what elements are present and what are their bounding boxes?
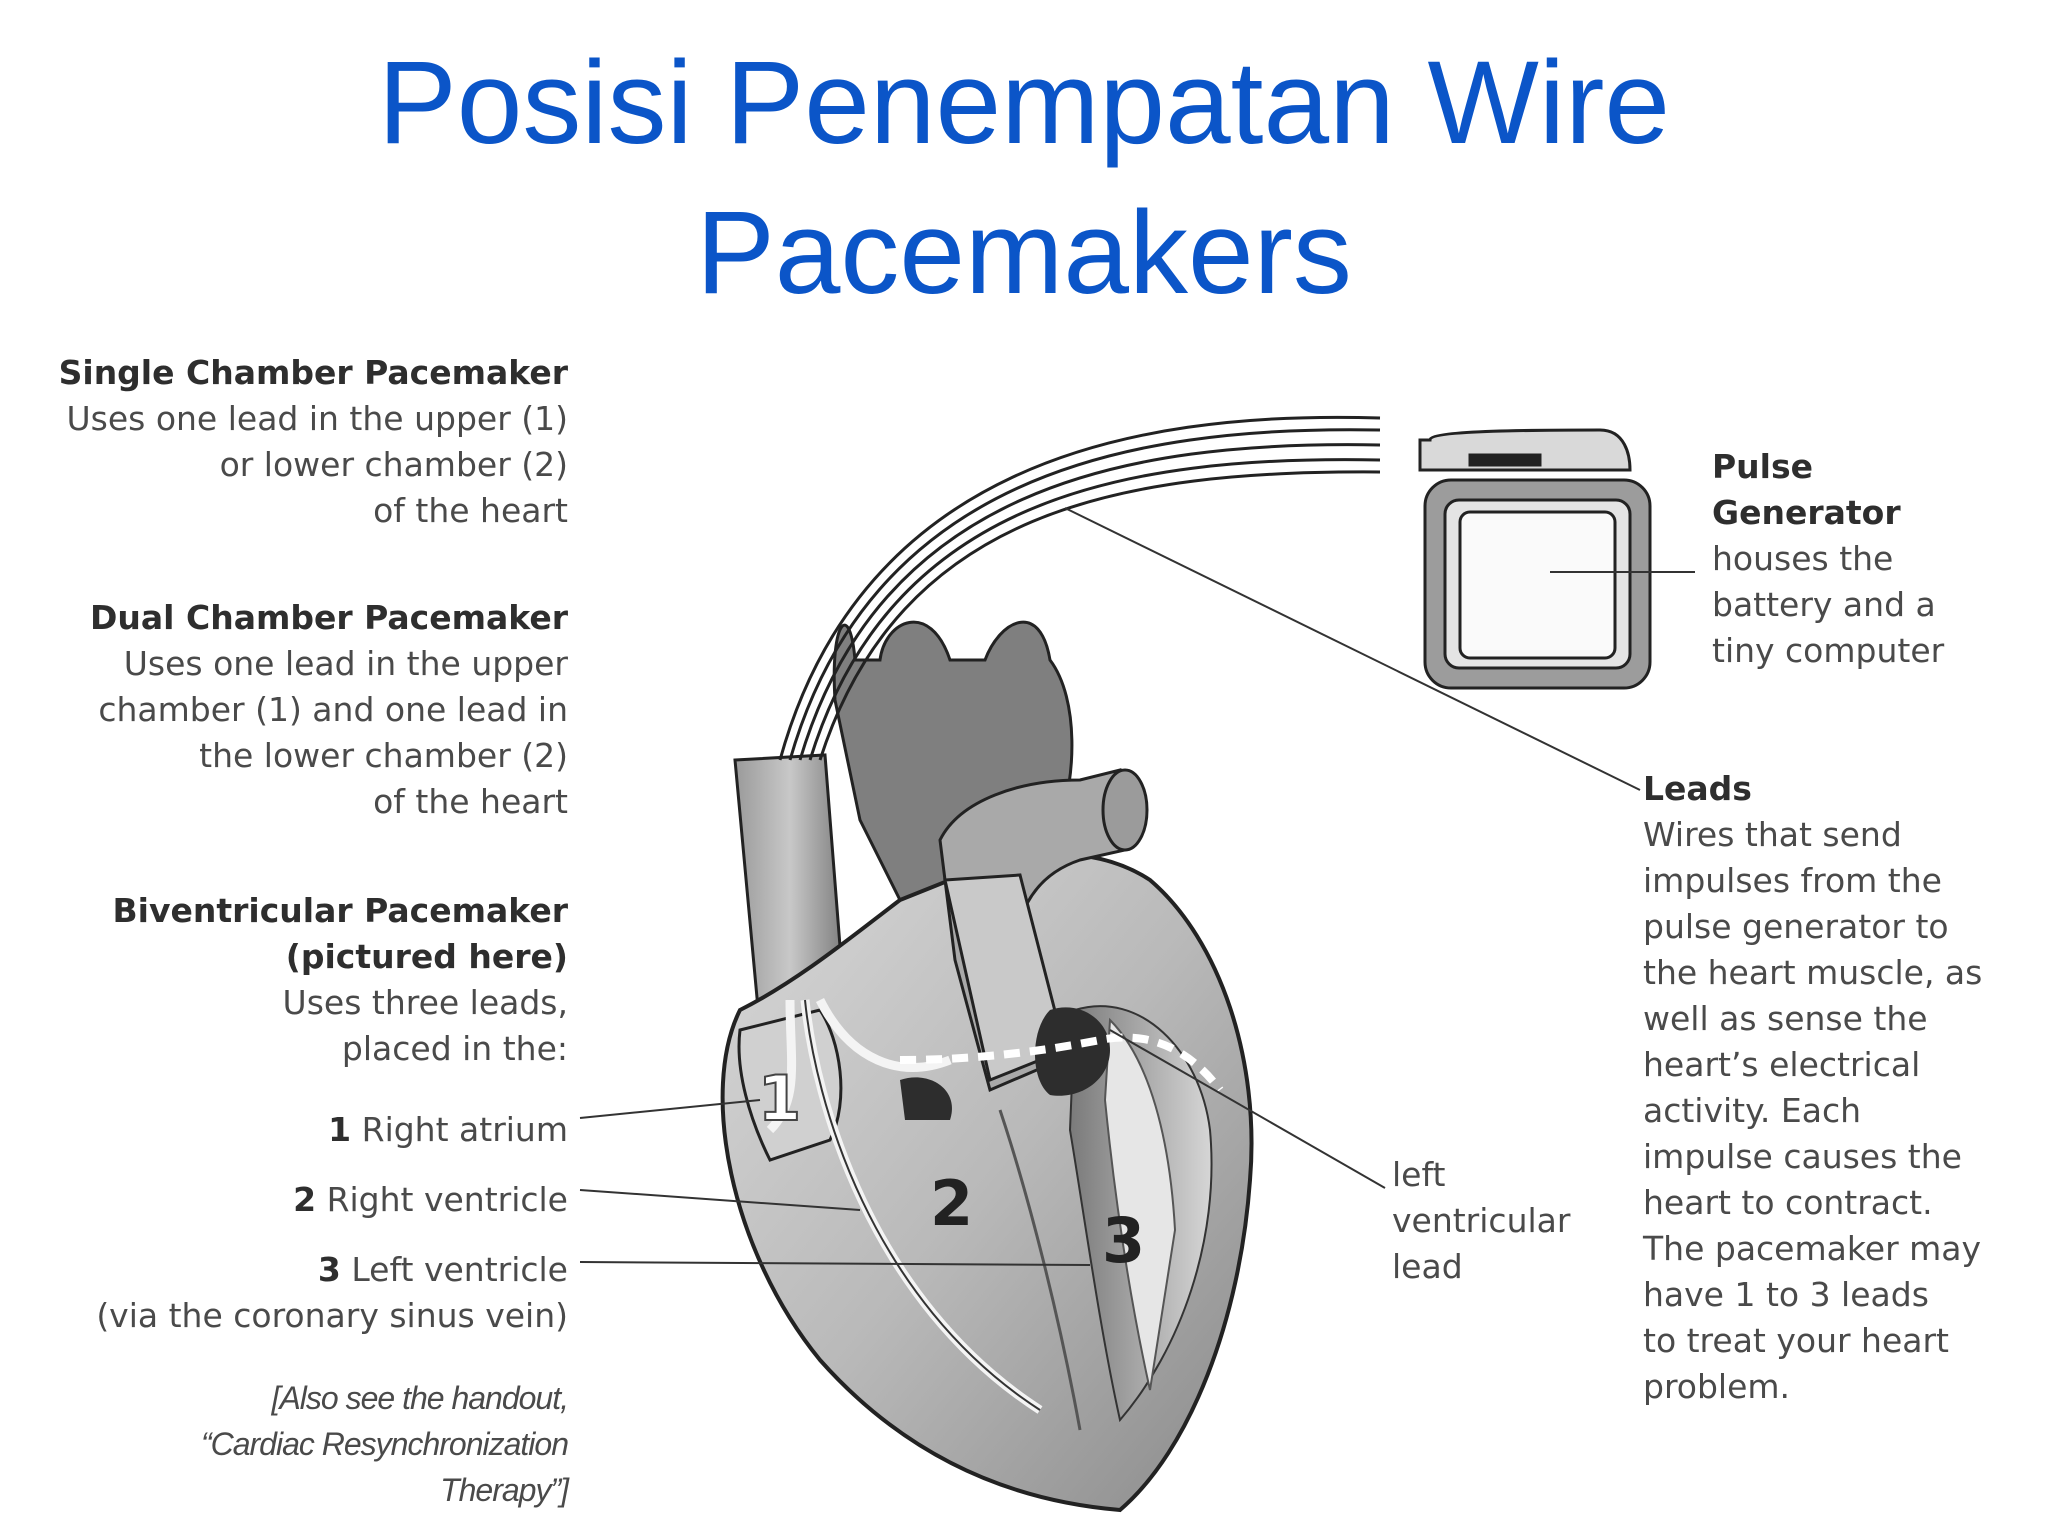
leads-label: Leads Wires that send impulses from the …	[1643, 766, 1982, 1410]
heart-number-3: 3	[1102, 1204, 1145, 1277]
title-line-1: Posisi Penempatan Wire	[377, 37, 1670, 169]
leads-line: pulse generator to	[1643, 907, 1949, 946]
lead-wires	[778, 415, 1381, 761]
single-line-2: or lower chamber (2)	[219, 445, 568, 484]
leads-line: activity. Each	[1643, 1091, 1862, 1130]
leads-line: heart to contract.	[1643, 1183, 1933, 1222]
leader-lines	[579, 507, 1695, 1266]
leads-line: to treat your heart	[1643, 1321, 1949, 1360]
pulse-generator-label: Pulse Generator houses the battery and a…	[1712, 444, 1944, 674]
pulse-line-2: battery and a	[1712, 585, 1936, 624]
biv-line-2: placed in the:	[341, 1029, 568, 1068]
leads-line: the heart muscle, as	[1643, 953, 1983, 992]
leads-line: impulse causes the	[1643, 1137, 1962, 1176]
leads-line: heart’s electrical	[1643, 1045, 1921, 1084]
chamber-list: 1 Right atrium 2 Right ventricle 3 Left …	[20, 1095, 568, 1339]
biv-line-1: Uses three leads,	[282, 983, 568, 1022]
dual-line-1: Uses one lead in the upper	[123, 644, 568, 683]
biv-heading: Biventricular Pacemaker	[112, 891, 569, 930]
heart-number-1: 1	[758, 1062, 801, 1135]
leads-line: have 1 to 3 leads	[1643, 1275, 1929, 1314]
slide-title: Posisi Penempatan Wire Pacemakers	[0, 28, 2048, 328]
dual-line-2: chamber (1) and one lead in	[98, 690, 568, 729]
lv-lead-line-3: lead	[1392, 1247, 1463, 1286]
lv-lead-line-2: ventricular	[1392, 1201, 1571, 1240]
chamber-item: 1 Right atrium	[328, 1110, 568, 1149]
pulse-generator	[1418, 428, 1652, 690]
pulse-heading-1: Pulse	[1712, 447, 1814, 486]
single-line-3: of the heart	[373, 491, 568, 530]
left-ventricular-lead-label: left ventricular lead	[1392, 1152, 1570, 1290]
via-coronary-sinus: (via the coronary sinus vein)	[96, 1296, 568, 1335]
dual-line-4: of the heart	[373, 782, 568, 821]
pulse-line-1: houses the	[1712, 539, 1894, 578]
note-line-1: [Also see the handout,	[271, 1380, 569, 1416]
leads-line: Wires that send	[1643, 815, 1902, 854]
heart-number-2: 2	[930, 1167, 973, 1240]
dual-chamber-section: Dual Chamber Pacemaker Uses one lead in …	[20, 595, 568, 825]
biventricular-section: Biventricular Pacemaker (pictured here) …	[20, 888, 569, 1072]
leads-line: The pacemaker may	[1643, 1229, 1982, 1268]
title-line-2: Pacemakers	[696, 187, 1352, 319]
leads-line: impulses from the	[1643, 861, 1942, 900]
lv-lead-line-1: left	[1392, 1155, 1446, 1194]
biv-pictured: (pictured here)	[285, 937, 568, 976]
dual-chamber-heading: Dual Chamber Pacemaker	[90, 598, 568, 637]
handout-note: [Also see the handout, “Cardiac Resynchr…	[20, 1375, 569, 1513]
leads-line: well as sense the	[1643, 999, 1928, 1038]
pulse-heading-2: Generator	[1712, 493, 1901, 532]
single-chamber-section: Single Chamber Pacemaker Uses one lead i…	[20, 350, 568, 534]
note-line-3: Therapy”]	[440, 1472, 569, 1508]
note-line-2: “Cardiac Resynchronization	[200, 1426, 569, 1462]
leads-heading: Leads	[1643, 769, 1752, 808]
chamber-item: 3 Left ventricle	[317, 1250, 568, 1289]
dual-line-3: the lower chamber (2)	[199, 736, 568, 775]
single-line-1: Uses one lead in the upper (1)	[66, 399, 569, 438]
pulse-line-3: tiny computer	[1712, 631, 1945, 670]
single-chamber-heading: Single Chamber Pacemaker	[58, 353, 568, 392]
chamber-item: 2 Right ventricle	[293, 1180, 568, 1219]
leads-line: problem.	[1643, 1367, 1791, 1406]
